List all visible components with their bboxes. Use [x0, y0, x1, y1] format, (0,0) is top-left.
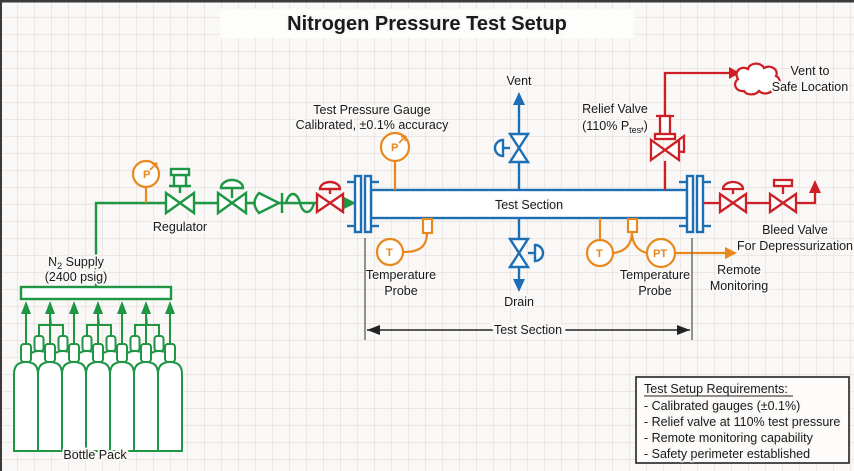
- regulator-valve: [164, 167, 196, 216]
- requirements-box: [635, 376, 850, 464]
- remote-label-1: Remote: [717, 263, 761, 277]
- n2-supply-label: N2 Supply: [48, 255, 104, 271]
- title-band: [220, 9, 634, 38]
- relief-valve-label-2: (110% Ptest): [582, 119, 648, 135]
- test-pressure-gauge: [379, 131, 411, 190]
- drain-valve: [507, 237, 545, 269]
- bleed-valve-label-2: For Depressurization: [737, 239, 853, 253]
- bottle-pack-label: Bottle Pack: [63, 448, 127, 462]
- requirement-item: - Safety perimeter established: [644, 447, 810, 461]
- supply-globe-valve: [216, 178, 248, 216]
- flow-arrow: [344, 197, 356, 209]
- check-valve: [253, 191, 284, 215]
- inlet-shutoff-valve: [315, 180, 345, 215]
- relief-setpoint-subscript: test: [629, 125, 644, 135]
- vent-label: Vent: [506, 74, 532, 88]
- supply-manifold: [19, 285, 173, 301]
- bleed-system: [703, 178, 821, 215]
- gauge-needle-arrow: [398, 135, 407, 144]
- relief-system: [649, 62, 781, 190]
- relief-valve: [649, 114, 686, 163]
- n2-prefix: N: [48, 255, 57, 269]
- left-temp-symbol: T: [386, 247, 393, 259]
- n2-suffix: Supply: [62, 255, 104, 269]
- bottle-pack: [13, 285, 183, 452]
- dimension-arrow-right: [677, 325, 690, 335]
- flex-hose: [284, 192, 316, 214]
- dimension-label: Test Section: [494, 323, 562, 337]
- test-pipe: [369, 188, 689, 220]
- n2-pressure-label: (2400 psig): [45, 270, 108, 284]
- left-edge: [0, 0, 2, 471]
- test-gauge-label-1: Test Pressure Gauge: [313, 103, 430, 117]
- pipe-label: Test Section: [495, 198, 563, 212]
- left-temperature-probe: [375, 217, 434, 267]
- relief-line-upper: [663, 71, 729, 116]
- requirements-note: Test Setup Requirements: - Calibrated ga…: [635, 376, 850, 464]
- left-temp-label-2: Probe: [384, 284, 417, 298]
- remote-label-2: Monitoring: [710, 279, 768, 293]
- manifold-risers: [25, 313, 171, 344]
- right-temperature-probe: [585, 217, 677, 269]
- bleed-arrow: [809, 180, 821, 193]
- dimension: Test Section: [364, 238, 693, 341]
- right-temp-label-1: Temperature: [620, 268, 690, 282]
- drain-label: Drain: [504, 295, 534, 309]
- dimension-arrow-left: [367, 325, 380, 335]
- supply-gauge-symbol: P: [143, 169, 150, 181]
- vent-arrow: [513, 92, 525, 105]
- remote-signal-arrow: [725, 247, 737, 259]
- right-flange: [679, 174, 711, 234]
- instrumentation: [131, 131, 737, 269]
- supply-system: [94, 167, 356, 288]
- vent-cloud: [734, 62, 781, 96]
- drain-arrow: [513, 279, 525, 292]
- requirement-item: - Calibrated gauges (±0.1%): [644, 399, 800, 413]
- test-gauge-label-2: Calibrated, ±0.1% accuracy: [296, 118, 450, 132]
- top-edge: [0, 0, 854, 3]
- pt-symbol: PT: [653, 248, 667, 260]
- right-temp-symbol: T: [596, 248, 603, 260]
- vent-safe-label-2: Safe Location: [772, 80, 848, 94]
- left-flange: [347, 174, 379, 234]
- requirement-item: - Relief valve at 110% test pressure: [644, 415, 840, 429]
- vent-valve: [493, 132, 531, 164]
- page-title: Nitrogen Pressure Test Setup: [287, 13, 567, 35]
- requirements-heading: Test Setup Requirements:: [644, 382, 788, 396]
- front-row-bottles: [13, 343, 183, 452]
- supply-pressure-gauge: [131, 159, 161, 203]
- relief-arrow: [729, 67, 740, 79]
- relief-valve-label-1: Relief Valve: [582, 102, 648, 116]
- manifold-arrows: [21, 301, 175, 314]
- relief-setpoint-prefix: (110% P: [582, 119, 629, 133]
- right-temp-label-2: Probe: [638, 284, 671, 298]
- bleed-valve-label-1: Bleed Valve: [762, 223, 828, 237]
- n2-subscript: 2: [57, 261, 62, 271]
- left-temp-label-1: Temperature: [366, 268, 436, 282]
- relief-setpoint-suffix: ): [644, 119, 648, 133]
- test-section-assembly: [347, 92, 711, 292]
- bleed-globe-valve: [718, 180, 748, 215]
- gauge-needle-arrow: [149, 162, 158, 171]
- test-gauge-symbol: P: [391, 142, 398, 154]
- requirement-item: - Remote monitoring capability: [644, 431, 814, 445]
- regulator-label: Regulator: [153, 220, 207, 234]
- vent-safe-label-1: Vent to: [791, 64, 830, 78]
- bleed-gate-valve: [768, 178, 798, 215]
